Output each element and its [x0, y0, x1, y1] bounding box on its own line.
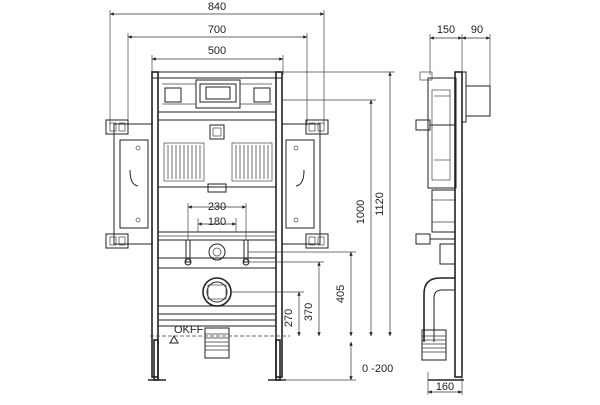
dim-90-label: 90	[471, 24, 483, 36]
dim-700-label: 700	[208, 24, 226, 36]
dim-500-label: 500	[208, 45, 226, 57]
right-grille	[231, 142, 273, 182]
dimension-370: 370	[248, 261, 324, 337]
front-view: 840 700 500	[105, 1, 395, 381]
dim-840-label: 840	[208, 1, 226, 13]
dim-405-label: 405	[335, 285, 347, 303]
flush-cover-profile	[465, 85, 491, 117]
dimension-1120: 1120	[282, 71, 395, 337]
dim-150-label: 150	[437, 24, 455, 36]
floor-level: OKFF	[150, 324, 290, 344]
dim-160-label: 160	[436, 381, 454, 393]
dimension-700: 700	[127, 24, 308, 125]
dim-1000-label: 1000	[355, 200, 367, 224]
right-wall-bracket	[281, 119, 329, 249]
dimension-840: 840	[109, 1, 325, 125]
dimension-160: 160	[427, 381, 463, 394]
side-view: 150 90	[415, 24, 491, 395]
okff-label: OKFF	[174, 324, 204, 336]
dim-270-label: 270	[283, 309, 295, 327]
dim-370-label: 370	[303, 303, 315, 321]
frame	[148, 71, 286, 381]
dimension-405: 405	[248, 251, 356, 337]
dimension-leg-adjust: 0 -200	[282, 341, 393, 381]
dimension-1000: 1000	[282, 99, 376, 337]
dimension-500: 500	[151, 45, 284, 75]
dimension-270: 270	[231, 291, 304, 337]
left-grille	[163, 142, 205, 182]
dim-1120-label: 1120	[374, 192, 386, 216]
dimension-150: 150	[429, 24, 463, 75]
dimension-180: 180	[197, 216, 237, 232]
dimension-230: 230	[187, 201, 247, 240]
dim-leg-adjust-label: 0 -200	[362, 363, 393, 375]
dim-180-label: 180	[208, 216, 226, 228]
dim-230-label: 230	[208, 201, 226, 213]
left-wall-bracket	[105, 119, 153, 249]
